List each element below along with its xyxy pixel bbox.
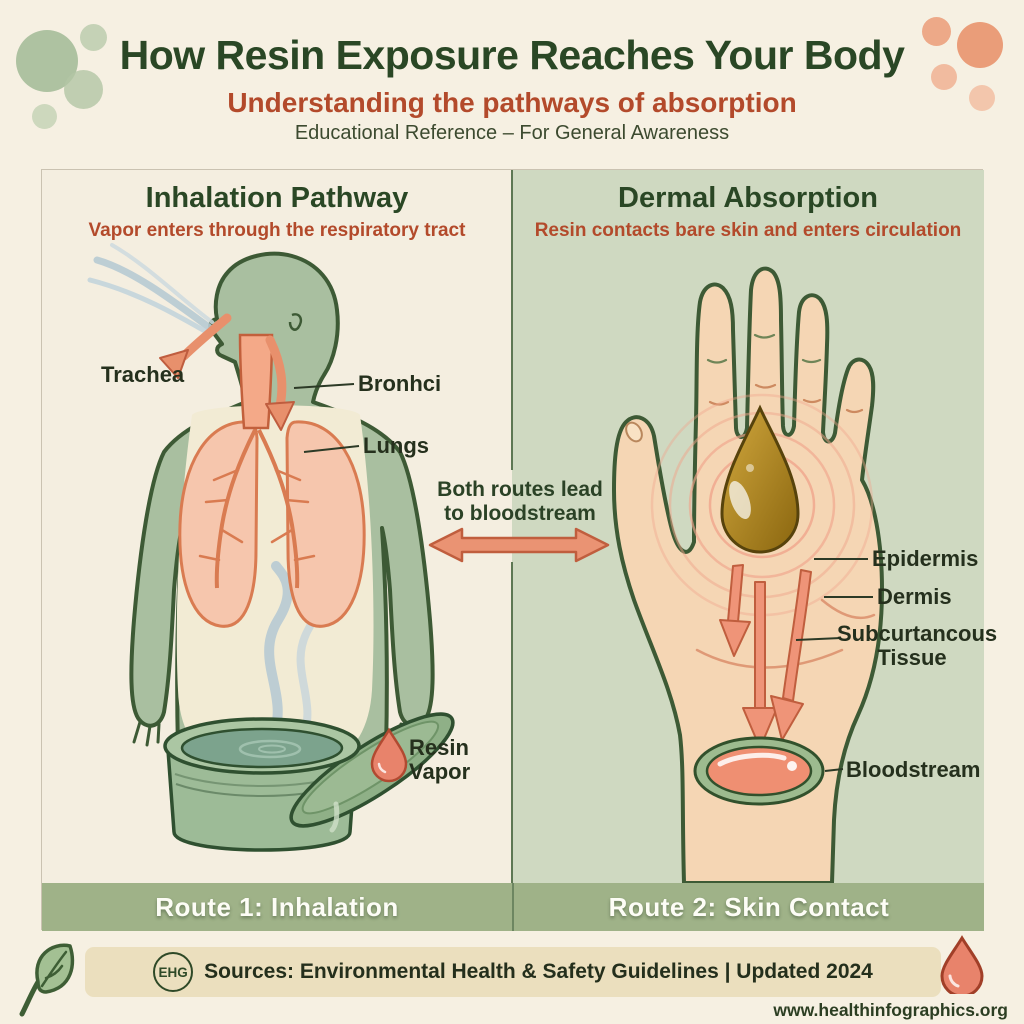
decor-circle (969, 85, 995, 111)
label-epidermis: Epidermis (872, 546, 979, 571)
resin-jar (163, 712, 455, 852)
decor-circle (64, 70, 103, 109)
hand-dermal-figure (612, 266, 884, 883)
bloodstream-vessel (693, 736, 825, 806)
decor-circle (80, 24, 107, 51)
decor-circle (32, 104, 57, 129)
human-inhalation-figure (87, 243, 455, 852)
center-connector-text: Both routes lead to bloodstream (437, 478, 603, 525)
page-subtitle: Understanding the pathways of absorption (227, 87, 797, 118)
label-bronchi: Bronhci (358, 371, 442, 396)
label-subcutaneous: Subcurtancous Tissue (837, 621, 998, 671)
ehg-badge: EHG (153, 952, 194, 992)
sources-text: Sources: Environmental Health & Safety G… (204, 960, 873, 983)
left-panel-title: Inhalation Pathway (145, 182, 409, 214)
decor-circle (957, 22, 1003, 68)
left-panel-subtitle: Vapor enters through the respiratory tra… (88, 220, 466, 241)
resin-droplet (720, 404, 800, 554)
right-panel-subtitle: Resin contacts bare skin and enters circ… (534, 220, 962, 241)
leaf-icon (19, 943, 75, 1017)
inhalation-arrows (159, 313, 295, 431)
right-leader-lines (795, 558, 873, 772)
resin-vapor-droplet-icon (370, 727, 408, 783)
main-infographic: Inhalation Pathway Vapor enters through … (41, 169, 998, 931)
page-tagline: Educational Reference – For General Awar… (294, 122, 730, 144)
trachea-tube (238, 333, 274, 430)
inhalation-panel: Inhalation Pathway Vapor enters through … (42, 170, 512, 883)
label-resin-vapor: Resin Vapor (409, 735, 471, 785)
label-bloodstream: Bloodstream (846, 757, 981, 782)
decor-circle (931, 64, 957, 90)
lungs-illustration (178, 420, 366, 628)
label-dermis: Dermis (877, 584, 952, 609)
left-leader-lines (293, 383, 360, 453)
label-trachea: Trachea (101, 362, 185, 387)
decor-circle (922, 17, 951, 46)
sources-bar: EHG Sources: Environmental Health & Safe… (85, 947, 941, 997)
double-arrow-icon (428, 527, 610, 563)
label-lungs: Lungs (363, 433, 429, 458)
vapor-wisps-mouth (87, 243, 214, 337)
dermal-panel: Dermal Absorption Resin contacts bare sk… (512, 170, 998, 883)
panel-divider-top (511, 170, 513, 470)
page-title: How Resin Exposure Reaches Your Body (119, 32, 905, 78)
hand-creases (625, 333, 876, 669)
panel-divider-bottom (511, 562, 513, 931)
website-url: www.healthinfographics.org (773, 1000, 1008, 1020)
route-bar-inhalation: Route 1: Inhalation (42, 883, 512, 931)
droplet-icon (940, 935, 984, 994)
right-panel-title: Dermal Absorption (618, 182, 878, 214)
absorption-arrows (719, 564, 812, 749)
ear-line (288, 313, 303, 331)
route-bar-skin-contact: Route 2: Skin Contact (512, 883, 984, 931)
